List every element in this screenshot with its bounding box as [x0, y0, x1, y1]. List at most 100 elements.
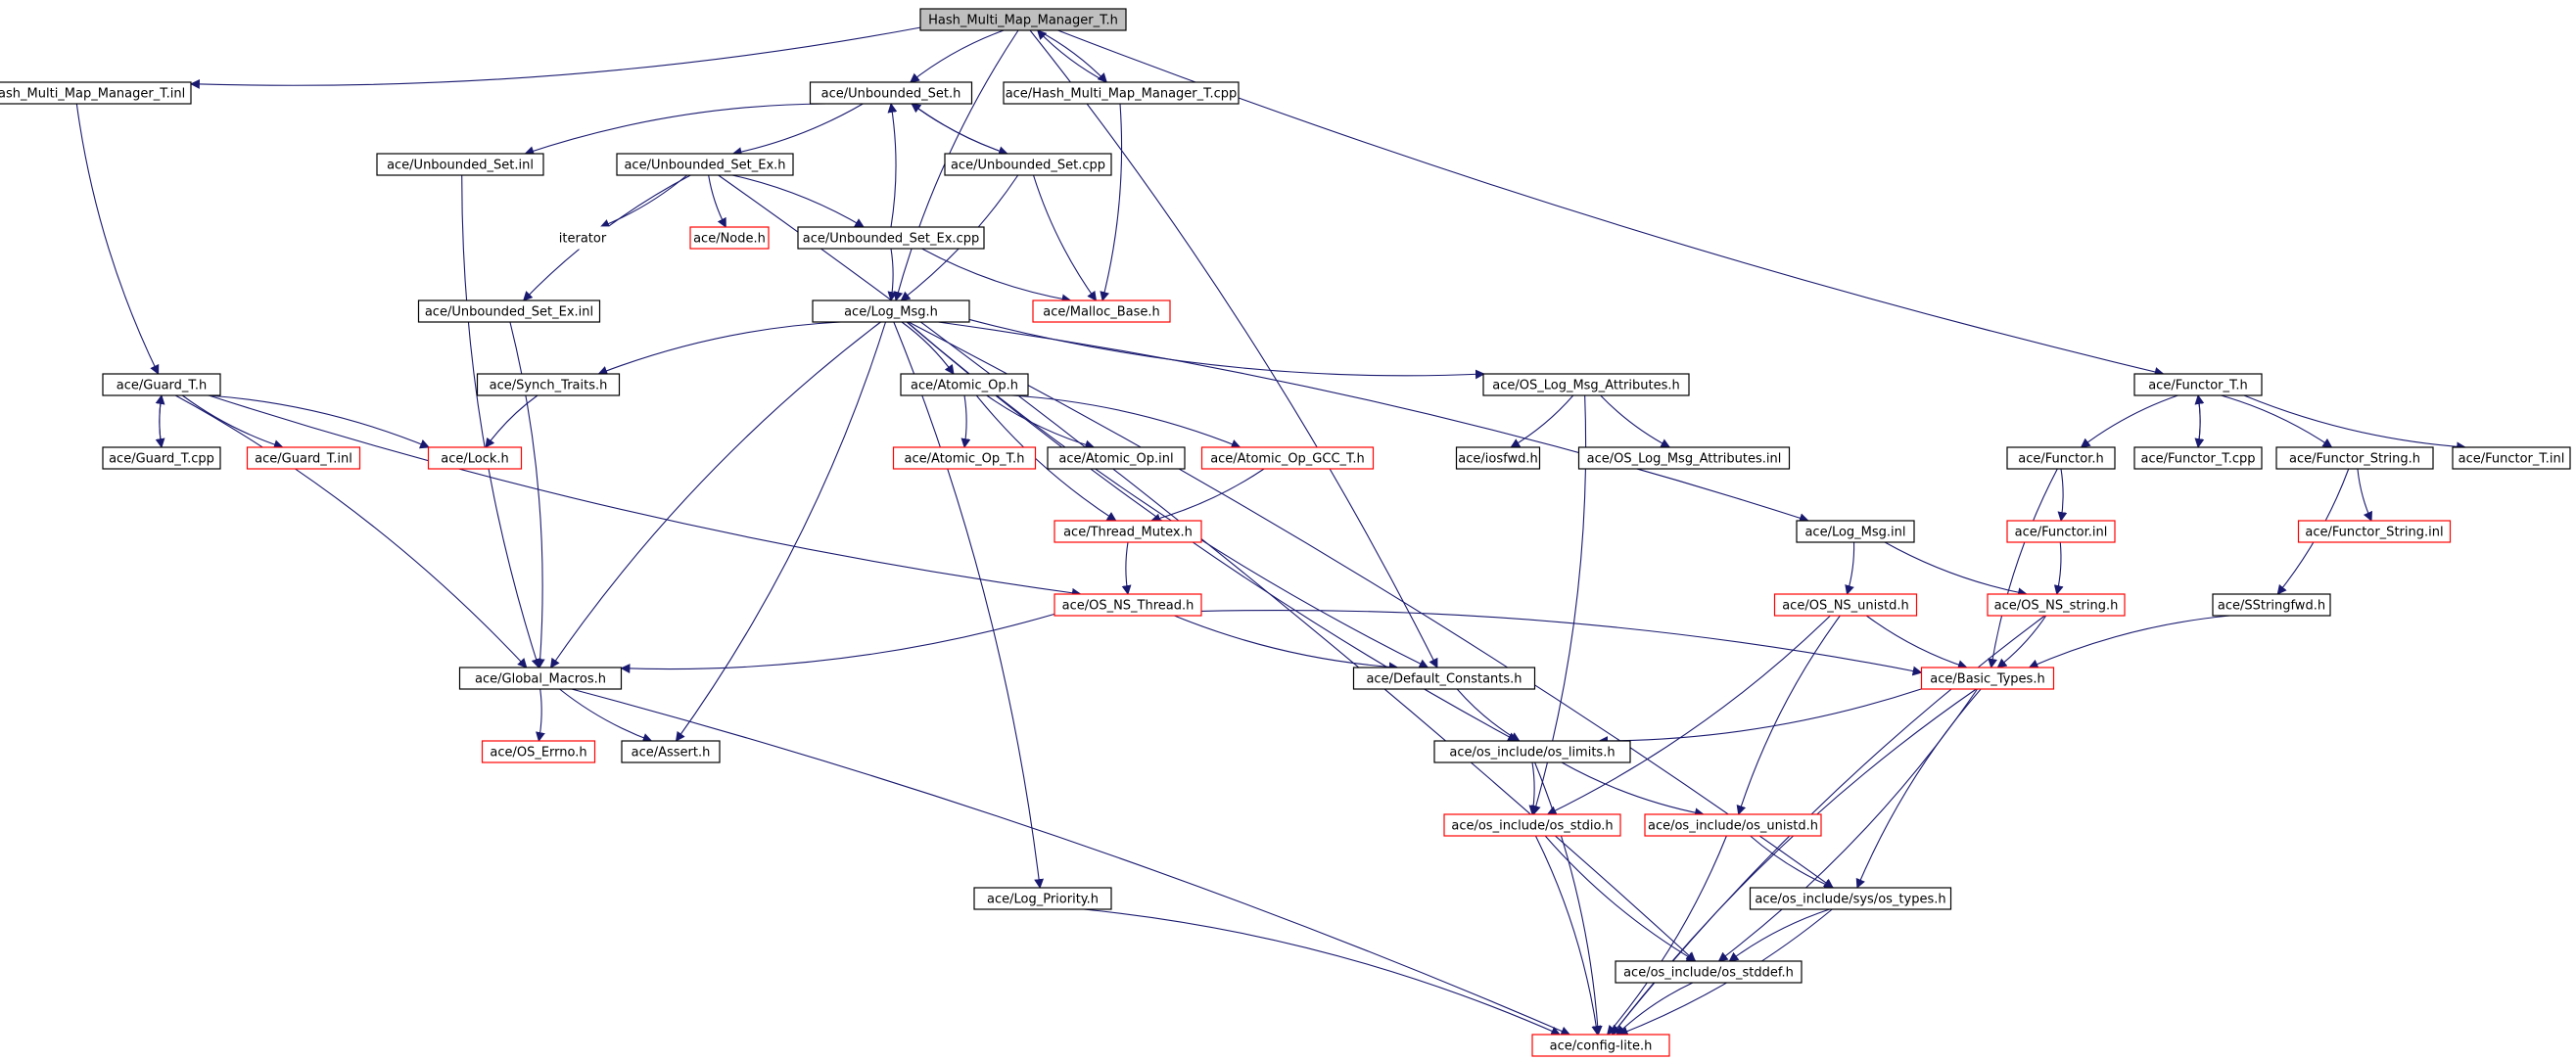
node-functor-h[interactable]: ace/Functor.h — [2006, 446, 2116, 470]
node-box — [944, 153, 1112, 176]
node-unb-set-h[interactable]: ace/Unbounded_Set.h — [809, 81, 973, 105]
edge-log-msg-h-to-sys-types — [908, 321, 1834, 889]
node-lock-h[interactable]: ace/Lock.h — [427, 446, 523, 470]
node-root[interactable]: Hash_Multi_Map_Manager_T.h — [919, 8, 1127, 31]
node-os-ns-unistd[interactable]: ace/OS_NS_unistd.h — [1773, 593, 1918, 617]
node-label: ace/OS_Log_Msg_Attributes.h — [1492, 379, 1679, 393]
node-log-msg-h[interactable]: ace/Log_Msg.h — [812, 300, 970, 323]
edge-synch-traits-to-lock-h — [485, 394, 539, 448]
node-box — [892, 446, 1037, 470]
node-atomic-op-t[interactable]: ace/Atomic_Op_T.h — [892, 446, 1037, 470]
node-box — [2297, 520, 2452, 543]
node-label: ace/Atomic_Op.h — [911, 379, 1018, 393]
node-hmmmt-inl[interactable]: ace/Hash_Multi_Map_Manager_T.inl — [0, 81, 192, 105]
node-functor-t-h[interactable]: ace/Functor_T.h — [2133, 373, 2263, 396]
node-functor-string-h[interactable]: ace/Functor_String.h — [2275, 446, 2434, 470]
node-box — [1054, 593, 1202, 617]
node-box — [547, 226, 618, 250]
edge-log-msg-h-to-synch-traits — [597, 321, 841, 376]
node-global-macros[interactable]: ace/Global_Macros.h — [458, 667, 623, 690]
node-box — [1433, 740, 1631, 763]
node-node-h[interactable]: ace/Node.h — [689, 226, 770, 250]
edge-log-msg-h-to-atomic-op-h — [901, 321, 955, 375]
node-unb-set-cpp[interactable]: ace/Unbounded_Set.cpp — [944, 153, 1112, 176]
node-config-lite[interactable]: ace/config-lite.h — [1531, 1034, 1670, 1057]
node-os-unistd[interactable]: ace/os_include/os_unistd.h — [1644, 813, 1822, 837]
node-basic-types[interactable]: ace/Basic_Types.h — [1920, 667, 2055, 690]
node-default-const[interactable]: ace/Default_Constants.h — [1352, 667, 1536, 690]
node-label: ace/Functor.h — [2018, 452, 2103, 467]
edge-os-ns-thread-to-global-macros — [620, 613, 1055, 673]
node-label: ace/os_include/os_stdio.h — [1451, 819, 1613, 834]
node-iterator[interactable]: iterator — [547, 226, 618, 250]
node-guard-t-inl[interactable]: ace/Guard_T.inl — [246, 446, 361, 470]
node-os-ns-string[interactable]: ace/OS_NS_string.h — [1987, 593, 2126, 617]
node-functor-t-cpp[interactable]: ace/Functor_T.cpp — [2133, 446, 2263, 470]
node-box — [1987, 593, 2126, 617]
edge-atomic-op-h-to-atomic-op-t — [960, 394, 971, 448]
node-os-stddef[interactable]: ace/os_include/os_stddef.h — [1615, 960, 1803, 984]
node-label: ace/Functor_String.inl — [2305, 526, 2443, 540]
edge-functor-t-h-to-functor-t-inl — [2243, 394, 2467, 452]
node-os-log-attr-inl[interactable]: ace/OS_Log_Msg_Attributes.inl — [1577, 446, 1791, 470]
node-hmmmt-cpp[interactable]: ace/Hash_Multi_Map_Manager_T.cpp — [1003, 81, 1240, 105]
node-sstringfwd[interactable]: ace/SStringfwd.h — [2212, 593, 2331, 617]
edge-hmmmt-cpp-to-malloc-base — [1100, 103, 1123, 301]
node-unb-set-ex-inl[interactable]: ace/Unbounded_Set_Ex.inl — [417, 300, 601, 323]
edge-thread-mutex-to-os-ns-thread — [1121, 541, 1132, 595]
edge-unb-set-h-to-unb-set-inl — [524, 103, 826, 156]
node-box — [1443, 813, 1621, 837]
edge-global-macros-to-config-lite — [571, 688, 1571, 1037]
edge-functor-t-h-to-functor-string-h — [2221, 394, 2333, 448]
edge-os-ns-unistd-to-basic-types — [1865, 615, 1968, 669]
node-os-ns-thread[interactable]: ace/OS_NS_Thread.h — [1054, 593, 1202, 617]
node-label: ace/Unbounded_Set.h — [821, 87, 961, 102]
edge-os-unistd-to-config-lite — [1606, 835, 1727, 1036]
node-guard-t-h[interactable]: ace/Guard_T.h — [102, 373, 221, 396]
node-unb-set-ex-cpp[interactable]: ace/Unbounded_Set_Ex.cpp — [797, 226, 985, 250]
edge-sys-types-to-os-stddef — [1728, 908, 1830, 962]
node-synch-traits[interactable]: ace/Synch_Traits.h — [476, 373, 621, 396]
node-box — [1352, 667, 1536, 690]
edge-unb-set-ex-inl-to-global-macros — [509, 321, 545, 668]
node-malloc-base[interactable]: ace/Malloc_Base.h — [1032, 300, 1171, 323]
edge-os-stdio-to-os-stddef — [1544, 835, 1697, 962]
node-unb-set-inl[interactable]: ace/Unbounded_Set.inl — [376, 153, 544, 176]
node-box — [246, 446, 361, 470]
node-log-priority[interactable]: ace/Log_Priority.h — [973, 887, 1112, 910]
node-box — [476, 373, 621, 396]
node-label: ace/Functor_T.cpp — [2141, 452, 2256, 467]
node-os-errno[interactable]: ace/OS_Errno.h — [481, 740, 596, 763]
node-log-msg-inl[interactable]: ace/Log_Msg.inl — [1796, 520, 1915, 543]
node-iosfwd[interactable]: ace/iosfwd.h — [1455, 446, 1541, 470]
node-label: ace/Atomic_Op_GCC_T.h — [1210, 452, 1365, 467]
node-guard-t-cpp[interactable]: ace/Guard_T.cpp — [102, 446, 221, 470]
node-functor-t-inl[interactable]: ace/Functor_T.inl — [2452, 446, 2571, 470]
node-atomic-op-h[interactable]: ace/Atomic_Op.h — [900, 373, 1029, 396]
node-os-limits[interactable]: ace/os_include/os_limits.h — [1433, 740, 1631, 763]
node-atomic-op-gcc[interactable]: ace/Atomic_Op_GCC_T.h — [1200, 446, 1375, 470]
node-label: ace/Hash_Multi_Map_Manager_T.cpp — [1006, 87, 1238, 102]
node-label: ace/os_include/os_limits.h — [1449, 746, 1615, 760]
node-sys-types[interactable]: ace/os_include/sys/os_types.h — [1749, 887, 1952, 910]
node-os-stdio[interactable]: ace/os_include/os_stdio.h — [1443, 813, 1621, 837]
node-label: ace/Malloc_Base.h — [1043, 305, 1160, 320]
node-thread-mutex[interactable]: ace/Thread_Mutex.h — [1054, 520, 1202, 543]
node-assert-h[interactable]: ace/Assert.h — [621, 740, 721, 763]
edge-functor-h-to-functor-inl — [2057, 468, 2068, 522]
node-functor-inl[interactable]: ace/Functor.inl — [2006, 520, 2116, 543]
node-box — [102, 373, 221, 396]
node-functor-string-inl[interactable]: ace/Functor_String.inl — [2297, 520, 2452, 543]
node-box — [427, 446, 523, 470]
edge-unb-set-cpp-to-unb-set-h — [911, 103, 1008, 155]
edge-atomic-op-h-to-atomic-op-gcc — [1011, 394, 1241, 449]
node-label: ace/config-lite.h — [1550, 1039, 1653, 1054]
edge-os-ns-string-to-basic-types — [1996, 615, 2047, 668]
node-unb-set-ex-h[interactable]: ace/Unbounded_Set_Ex.h — [616, 153, 794, 176]
node-atomic-op-inl[interactable]: ace/Atomic_Op.inl — [1047, 446, 1186, 470]
node-os-log-attr-h[interactable]: ace/OS_Log_Msg_Attributes.h — [1482, 373, 1690, 396]
edge-unb-set-h-to-unb-set-ex-h — [731, 103, 864, 158]
node-box — [797, 226, 985, 250]
node-label: ace/Lock.h — [441, 452, 509, 467]
node-layer: Hash_Multi_Map_Manager_T.h ace/Hash_Multi… — [0, 8, 2571, 1057]
